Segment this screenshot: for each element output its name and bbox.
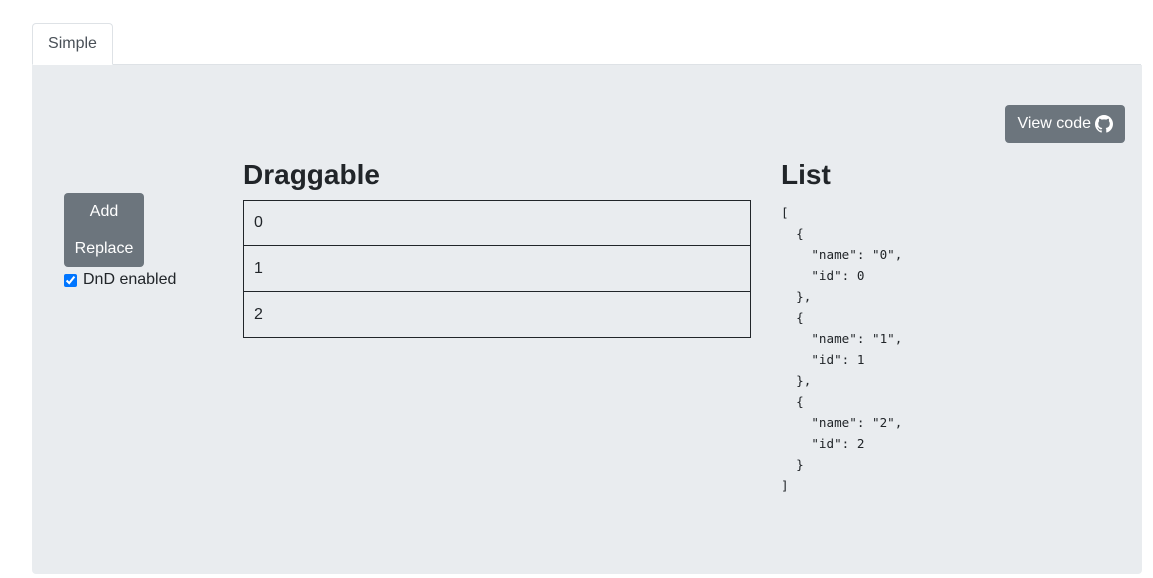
tab-panel: View code Add Replace DnD enabled Dragga…	[32, 65, 1142, 574]
view-code-label: View code	[1017, 115, 1091, 132]
draggable-item[interactable]: 1	[243, 246, 751, 292]
view-code-button[interactable]: View code	[1005, 105, 1125, 143]
draggable-item[interactable]: 2	[243, 292, 751, 338]
dnd-toggle[interactable]: DnD enabled	[64, 271, 176, 289]
list-json-output: [ { "name": "0", "id": 0 }, { "name": "1…	[781, 205, 903, 493]
draggable-item[interactable]: 0	[243, 200, 751, 246]
add-button[interactable]: Add	[64, 193, 144, 230]
list-heading: List	[781, 159, 831, 190]
draggable-heading: Draggable	[243, 159, 380, 190]
dnd-label: DnD enabled	[83, 271, 177, 288]
action-button-group: Add Replace	[64, 193, 144, 267]
dnd-checkbox[interactable]	[64, 273, 77, 287]
tab-simple-label: Simple	[48, 35, 97, 52]
replace-button[interactable]: Replace	[64, 230, 144, 267]
tab-simple[interactable]: Simple	[32, 23, 113, 65]
tab-bar: Simple	[32, 23, 1141, 65]
github-icon	[1095, 115, 1113, 133]
